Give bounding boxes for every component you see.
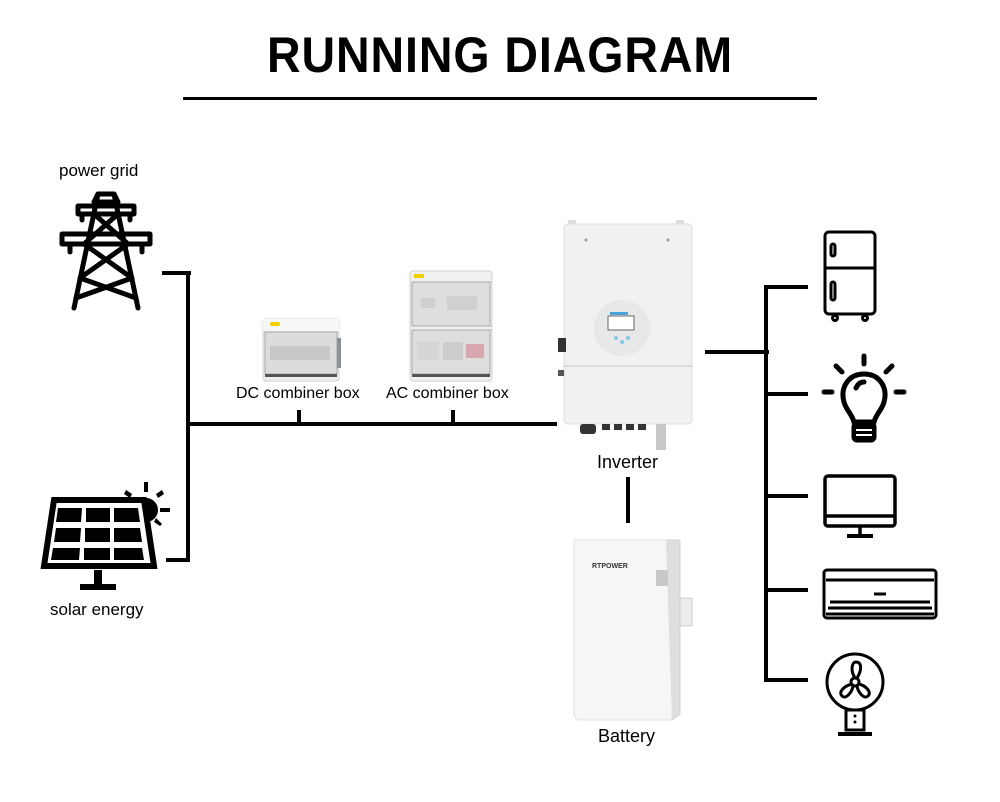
inverter-output-line [705, 350, 769, 354]
inverter-battery-line [626, 477, 630, 523]
load-branch-refrigerator [764, 285, 808, 289]
ac-combiner-tap [451, 410, 455, 424]
load-branch-fan [764, 678, 808, 682]
solar-panel-icon [40, 482, 170, 590]
inverter-label: Inverter [597, 452, 659, 472]
dc-combiner-box-label: DC combiner box [236, 385, 360, 402]
light-bulb-icon [821, 353, 907, 443]
load-bus-vertical [764, 285, 768, 682]
diagram-title: RUNNING DIAGRAM [266, 27, 734, 83]
source-bus-vertical [186, 271, 190, 562]
monitor-icon [823, 474, 897, 538]
solar-energy-label: solar energy [50, 600, 144, 619]
fan-icon [825, 652, 885, 736]
ac-combiner-box-label: AC combiner box [386, 385, 509, 402]
dc-combiner-tap [297, 410, 301, 424]
load-branch-light [764, 392, 808, 396]
grid-connector-line [162, 271, 191, 275]
dc-combiner-box-image [262, 318, 341, 382]
load-branch-monitor [764, 494, 808, 498]
air-conditioner-icon [822, 568, 938, 620]
ac-combiner-box-image [409, 270, 493, 382]
transmission-tower-icon [59, 191, 153, 311]
inverter-image [558, 220, 693, 450]
load-branch-ac [764, 588, 808, 592]
battery-brand: RTPOWER [592, 563, 628, 570]
solar-connector-line [166, 558, 190, 562]
power-grid-label: power grid [59, 161, 139, 180]
title-underline [183, 97, 817, 100]
battery-image: RTPOWER [573, 539, 693, 721]
refrigerator-icon [823, 230, 877, 322]
main-bus-line [186, 422, 557, 426]
battery-label: Battery [598, 726, 656, 746]
